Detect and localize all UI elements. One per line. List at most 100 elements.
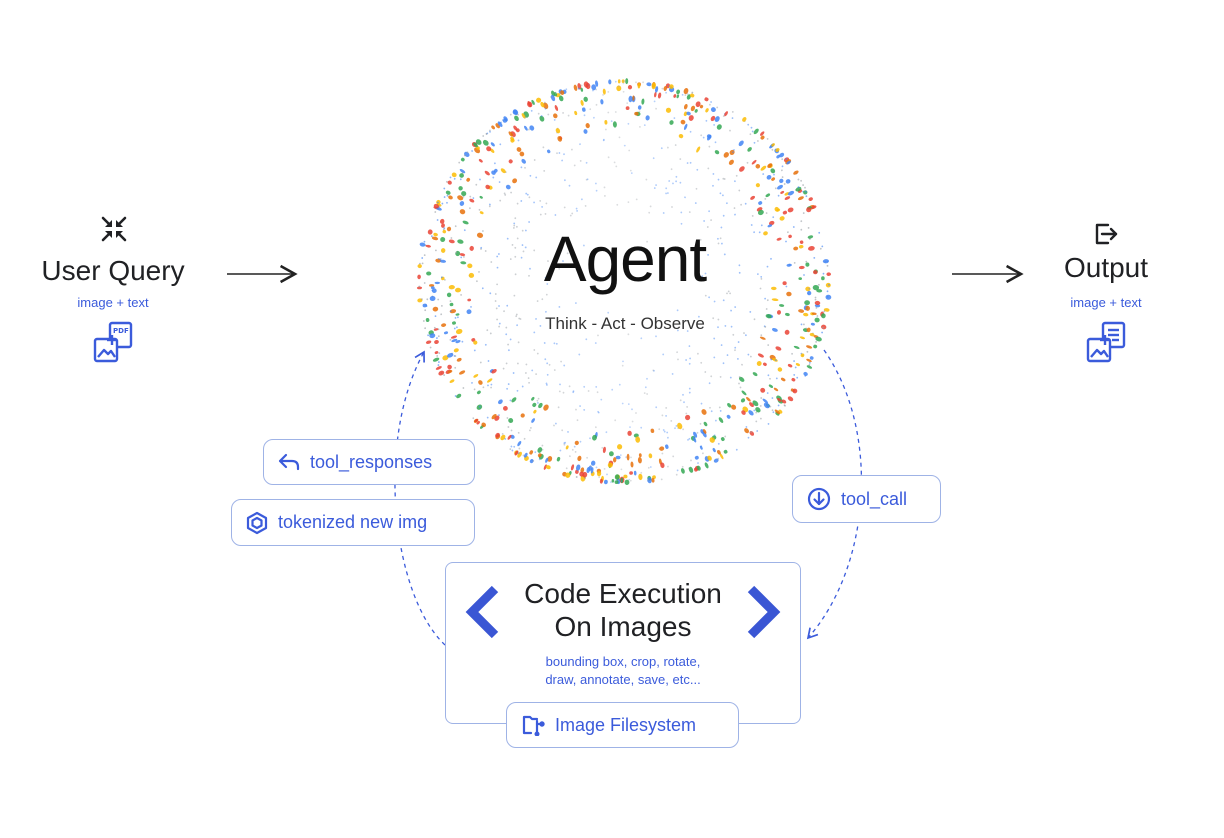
sphere-dot <box>741 363 743 366</box>
sphere-dot <box>800 323 803 326</box>
sphere-dot <box>809 356 814 360</box>
sphere-dot <box>491 413 497 420</box>
sphere-dot <box>502 405 508 411</box>
sphere-dot <box>444 278 446 281</box>
sphere-dot <box>429 284 435 287</box>
sphere-dot <box>431 289 434 292</box>
sphere-dot <box>744 202 747 205</box>
sphere-dot <box>607 91 610 93</box>
sphere-dot <box>747 353 750 356</box>
sphere-dot <box>485 132 488 135</box>
sphere-dot <box>617 85 620 87</box>
sphere-dot <box>554 214 557 216</box>
sphere-dot <box>529 429 531 432</box>
sphere-dot <box>604 195 606 197</box>
sphere-dot <box>567 114 570 117</box>
sphere-dot <box>633 470 637 476</box>
sphere-dot <box>673 117 676 119</box>
sphere-dot <box>443 196 446 199</box>
sphere-dot <box>738 376 741 378</box>
sphere-dot <box>546 373 549 376</box>
sphere-dot <box>423 282 426 284</box>
sphere-dot <box>679 158 682 161</box>
sphere-dot <box>686 330 689 332</box>
sphere-dot <box>510 445 513 448</box>
sphere-dot <box>514 246 517 249</box>
sphere-dot <box>462 387 465 389</box>
sphere-dot <box>787 396 794 402</box>
sphere-dot <box>475 183 478 186</box>
sphere-dot <box>645 115 650 121</box>
sphere-dot <box>628 95 633 103</box>
sphere-dot <box>749 402 754 408</box>
sphere-dot <box>760 417 762 420</box>
sphere-dot <box>475 139 482 145</box>
sphere-dot <box>436 354 439 357</box>
sphere-dot <box>730 309 732 312</box>
sphere-dot <box>505 184 511 190</box>
sphere-dot <box>542 146 545 149</box>
sphere-dot <box>537 453 542 458</box>
sphere-dot <box>823 310 826 313</box>
sphere-dot <box>519 318 522 320</box>
sphere-dot <box>457 195 464 201</box>
sphere-dot <box>805 327 807 330</box>
sphere-dot <box>712 447 716 453</box>
sphere-dot <box>504 193 507 196</box>
sphere-dot <box>722 177 725 180</box>
sphere-dot <box>776 237 782 241</box>
sphere-dot <box>499 143 502 146</box>
sphere-dot <box>813 256 816 259</box>
sphere-dot <box>635 198 638 201</box>
sphere-dot <box>793 170 799 175</box>
sphere-dot <box>440 313 443 316</box>
sphere-dot <box>629 426 631 428</box>
sphere-dot <box>583 408 586 411</box>
sphere-dot <box>521 244 524 247</box>
sphere-dot <box>617 79 621 84</box>
sphere-dot <box>688 387 691 390</box>
sphere-dot <box>629 169 632 172</box>
sphere-dot <box>546 362 549 365</box>
image-filesystem-label: Image Filesystem <box>555 714 697 735</box>
sphere-dot <box>540 115 543 117</box>
sphere-dot <box>714 150 720 155</box>
sphere-dot <box>759 336 766 340</box>
sphere-dot <box>503 310 505 313</box>
sphere-dot <box>601 446 604 449</box>
sphere-dot <box>640 426 643 429</box>
sphere-dot <box>822 326 824 329</box>
sphere-dot <box>650 428 655 433</box>
sphere-dot <box>781 165 784 168</box>
sphere-dot <box>449 309 457 314</box>
sphere-dot <box>800 220 803 223</box>
sphere-dot <box>702 452 704 455</box>
sphere-dot <box>717 237 719 240</box>
sphere-dot <box>498 305 500 307</box>
sphere-dot <box>738 382 740 385</box>
sphere-dot <box>728 159 734 165</box>
sphere-dot <box>531 369 534 372</box>
sphere-dot <box>489 203 491 206</box>
sphere-dot <box>719 237 722 240</box>
code-execution-box: Code Execution On Images bounding box, c… <box>445 562 801 724</box>
sphere-dot <box>753 141 756 144</box>
sphere-dot <box>799 336 806 340</box>
sphere-dot <box>479 361 482 364</box>
sphere-dot <box>545 293 548 296</box>
sphere-dot <box>469 207 471 210</box>
sphere-dot <box>748 410 754 416</box>
sphere-dot <box>547 456 553 462</box>
sphere-dot <box>419 262 421 265</box>
sphere-dot <box>426 298 429 301</box>
sphere-dot <box>793 360 795 362</box>
sphere-dot <box>421 262 424 265</box>
sphere-dot <box>566 252 569 255</box>
sphere-dot <box>516 389 519 392</box>
sphere-dot <box>662 353 665 356</box>
sphere-dot <box>646 393 648 395</box>
sphere-dot <box>508 418 514 423</box>
sphere-dot <box>603 186 606 189</box>
sphere-dot <box>479 211 484 215</box>
sphere-dot <box>700 134 703 137</box>
